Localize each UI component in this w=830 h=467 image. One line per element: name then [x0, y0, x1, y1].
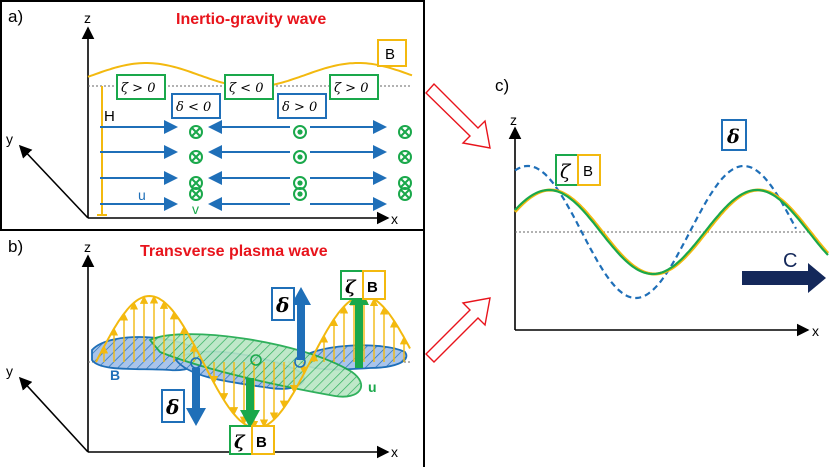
panel-c: c) z x ζ B δ C [495, 76, 830, 339]
panel-b-zeta-up-arrow [349, 287, 369, 368]
panel-a-v-symbols [189, 125, 412, 201]
panel-a: a) Inertio-gravity wave z x y H B ζ > 0 … [6, 7, 413, 227]
panel-b-zeta-down-arrow [240, 378, 260, 428]
panel-a-b-label: B [385, 46, 395, 63]
panel-c-phase-speed-arrow [742, 263, 826, 293]
panel-c-c-label: C [783, 250, 797, 272]
panel-b-bbox-top [362, 270, 386, 300]
panel-b-b-wave-arrows [99, 294, 409, 430]
panel-b-title: Transverse plasma wave [140, 243, 328, 260]
v-symbol-r0-c1 [293, 125, 307, 139]
panel-a-delta-neg-box [171, 93, 221, 119]
panel-c-delta-box [721, 119, 747, 151]
panel-b-y-label: y [6, 363, 13, 379]
panel-b-z-label: z [84, 239, 91, 255]
panel-a-b-box [377, 39, 407, 67]
panel-b-bbox-label-bottom: B [256, 434, 267, 451]
panel-b-delta-box-down [161, 389, 185, 423]
v-symbol-r3-c1 [293, 187, 307, 201]
panel-a-letter: a) [8, 7, 23, 26]
panel-a-x-label: x [391, 211, 398, 227]
panel-a-y-label: y [6, 131, 13, 147]
v-symbol-r0-c0 [189, 125, 203, 139]
panel-frames [0, 0, 425, 467]
panel-a-title: Inertio-gravity wave [176, 11, 326, 28]
panel-a-y-axis [18, 144, 89, 219]
v-symbol-r1-c1 [293, 150, 307, 164]
panel-b-b-label: B [110, 367, 120, 383]
panel-a-delta-neg-label: δ < 0 [176, 100, 211, 115]
panel-a-zeta-neg-label: ζ < 0 [229, 81, 263, 96]
v-symbol-r3-c2 [398, 187, 412, 201]
panel-b-letter: b) [8, 237, 23, 256]
panel-c-x-label: x [812, 323, 819, 339]
v-symbol-r1-c2 [398, 150, 412, 164]
panel-b-delta-box-up [271, 287, 295, 321]
panel-a-zeta-pos-box-1 [116, 74, 166, 100]
panel-b-node-2 [250, 354, 262, 366]
panel-c-letter: c) [495, 76, 509, 95]
panel-a-z-label: z [84, 10, 91, 26]
panel-b-x-label: x [391, 444, 398, 460]
panel-c-delta-curve [514, 164, 797, 300]
panel-c-zeta-label: ζ [560, 161, 572, 183]
panel-a-zeta-pos-label-1: ζ > 0 [121, 81, 155, 96]
v-symbol-r3-c0 [189, 187, 203, 201]
panel-a-zeta-pos-box-2 [329, 74, 379, 100]
panel-b-delta-up-arrow [291, 287, 311, 360]
panel-a-zeta-neg-box [224, 74, 274, 100]
panel-a-zeta-pos-label-2: ζ > 0 [334, 81, 368, 96]
panel-a-u-arrows [100, 120, 387, 211]
panel-a-delta-pos-label: δ > 0 [282, 100, 317, 115]
panel-a-H-label: H [104, 108, 115, 125]
panel-b-u-label: u [368, 379, 377, 395]
panel-c-b-box [577, 154, 601, 186]
panel-b-delta-label-up: δ [275, 293, 289, 317]
panel-a-u-label: u [138, 187, 146, 203]
panel-b-bbox-bottom [251, 425, 275, 455]
panel-b: b) Transverse plasma wave z x y B u [6, 237, 411, 460]
panel-b-bbox-label-top: B [367, 279, 378, 296]
connector-arrows [425, 82, 491, 363]
panel-b-y-axis [18, 376, 89, 453]
panel-c-b-label: B [583, 163, 593, 180]
connector-arrow-bottom [425, 297, 491, 363]
panel-c-zeta-curve [514, 188, 829, 276]
panel-c-delta-label: δ [726, 126, 740, 148]
panel-a-delta-pos-box [277, 93, 327, 119]
v-symbol-r0-c2 [398, 125, 412, 139]
panel-c-z-label: z [510, 112, 517, 128]
panel-b-delta-label-down: δ [165, 395, 179, 419]
v-symbol-r1-c0 [189, 150, 203, 164]
connector-arrow-top [425, 82, 491, 149]
panel-b-zeta-label-bottom: ζ [234, 432, 246, 453]
panel-b-zeta-label-top: ζ [345, 277, 357, 298]
panel-a-v-label: v [192, 201, 199, 217]
panel-b-delta-down-arrow [186, 368, 206, 426]
